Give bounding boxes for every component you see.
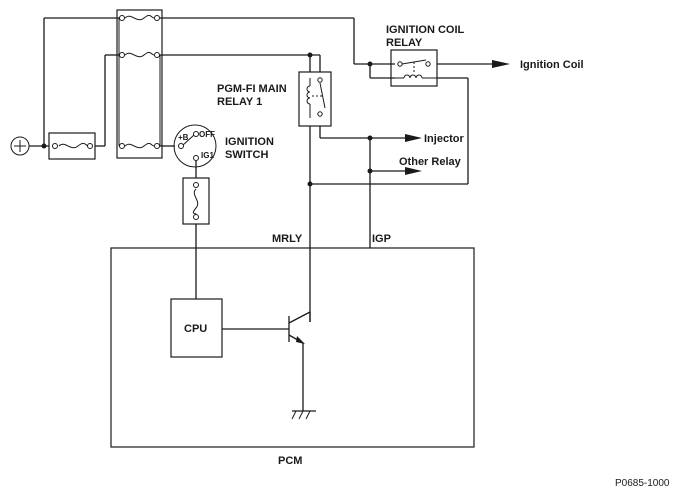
fuse-block	[116, 9, 163, 159]
ignition-coil-relay-label-1: IGNITION COIL	[386, 24, 465, 36]
pgm-fi-label-1: PGM-FI MAIN	[217, 83, 287, 95]
pgm-fi-main-relay	[298, 71, 332, 127]
ig-fuse	[182, 177, 210, 225]
igp-label: IGP	[372, 233, 391, 245]
pcm-label: PCM	[278, 455, 302, 467]
ignition-coil-label: Ignition Coil	[520, 59, 584, 71]
injector-label: Injector	[424, 133, 464, 145]
other-relay-label: Other Relay	[399, 156, 462, 168]
ignition-switch-label-1: IGNITION	[225, 136, 274, 148]
switch-off-label: OFF	[199, 130, 215, 139]
battery-icon	[10, 136, 30, 156]
switch-ig1-label: IG1	[201, 151, 214, 160]
main-fuse	[48, 132, 96, 160]
pgm-fi-label-2: RELAY 1	[217, 96, 262, 108]
mrly-label: MRLY	[272, 233, 303, 245]
ignition-coil-relay	[390, 49, 438, 87]
ignition-coil-arrow	[492, 60, 510, 68]
switch-b-label: +B	[178, 133, 189, 142]
pcm-box	[110, 247, 475, 448]
cpu-box	[170, 298, 223, 358]
other-relay-arrow	[405, 167, 422, 175]
ignition-coil-relay-label-2: RELAY	[386, 37, 423, 49]
injector-arrow	[405, 134, 422, 142]
ignition-switch-label-2: SWITCH	[225, 149, 268, 161]
ground-icon	[291, 410, 316, 420]
cpu-label: CPU	[184, 323, 207, 335]
transistor-icon	[288, 311, 311, 411]
reference-code: P0685-1000	[615, 478, 670, 489]
ignition-switch: +B OFF IG1	[173, 124, 217, 168]
